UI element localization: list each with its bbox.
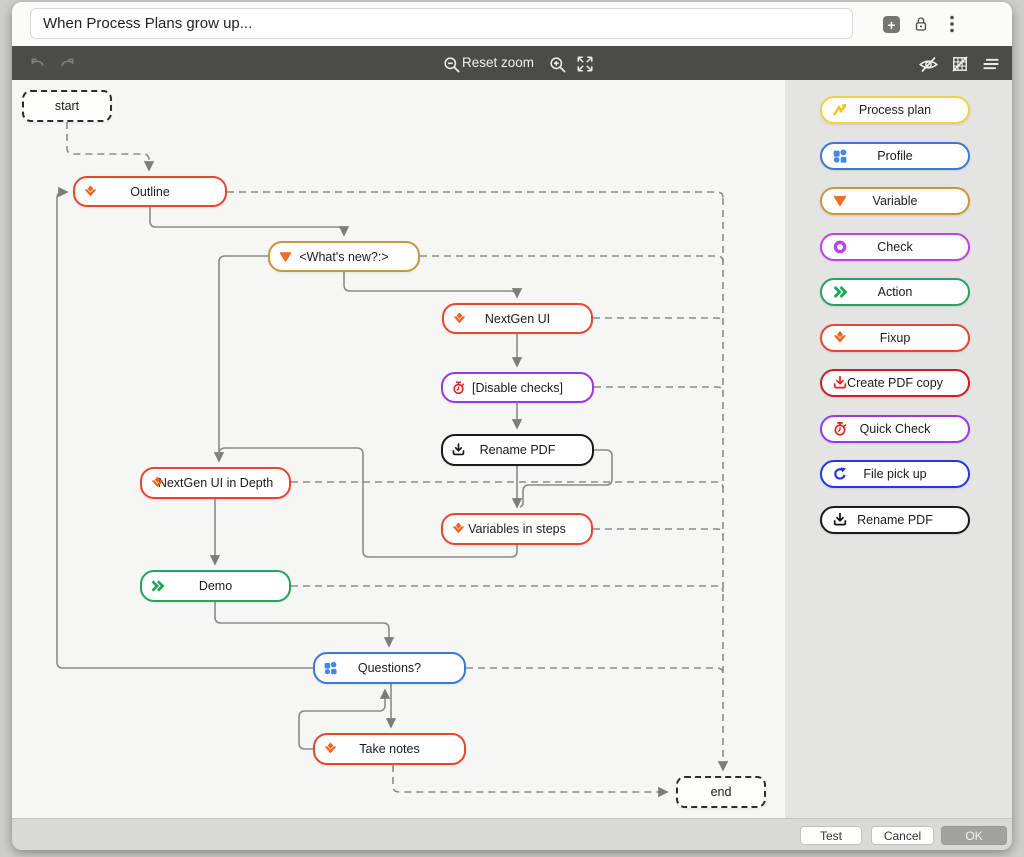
fixup-icon — [150, 476, 165, 491]
undo-icon — [30, 57, 44, 66]
action-icon — [832, 284, 848, 300]
node-disable-checks[interactable]: [Disable checks] — [441, 372, 594, 403]
test-button[interactable]: Test — [800, 826, 862, 845]
kebab-icon — [950, 15, 954, 33]
editor-toolbar: Reset zoom — [12, 46, 1012, 80]
zoom-in-icon — [549, 56, 565, 72]
redo-button[interactable] — [56, 53, 78, 75]
node-demo[interactable]: Demo — [140, 570, 291, 602]
palette-item-process-plan[interactable]: Process plan — [820, 96, 970, 124]
download-icon — [832, 512, 848, 528]
palette-item-label: Profile — [877, 149, 913, 163]
palette-item-variable[interactable]: Variable — [820, 187, 970, 215]
lines-icon — [983, 58, 999, 70]
lock-icon — [915, 17, 927, 31]
hide-annotations-button[interactable] — [917, 53, 939, 75]
palette-item-action[interactable]: Action — [820, 278, 970, 306]
palette-item-create-pdf-copy[interactable]: Create PDF copy — [820, 369, 970, 397]
palette-item-file-pick-up[interactable]: File pick up — [820, 460, 970, 488]
node-label: [Disable checks] — [471, 380, 563, 395]
node-questions[interactable]: Questions? — [313, 652, 466, 684]
zoom-out-button[interactable] — [440, 53, 462, 75]
plan-icon — [832, 102, 848, 118]
check-icon — [832, 239, 848, 255]
palette-item-label: Fixup — [879, 331, 911, 345]
palette-item-check[interactable]: Check — [820, 233, 970, 261]
footer-bar: Test Cancel OK — [12, 818, 1012, 850]
node-start[interactable]: start — [22, 90, 112, 122]
palette-item-label: Process plan — [858, 103, 932, 117]
redo-icon — [60, 57, 74, 66]
toggle-grid-button[interactable] — [949, 53, 971, 75]
node-label: end — [710, 785, 732, 799]
zoom-out-icon — [443, 56, 459, 72]
reset-zoom-button[interactable]: Reset zoom — [462, 55, 535, 70]
node-nextgen-ui-in-depth[interactable]: NextGen UI in Depth — [140, 467, 291, 499]
node-label: Demo — [198, 579, 233, 593]
flow-title-input[interactable] — [30, 8, 853, 39]
node-label: start — [54, 99, 80, 113]
fixup-icon — [83, 184, 98, 199]
node-rename-pdf[interactable]: Rename PDF — [441, 434, 594, 466]
variable-icon — [832, 193, 848, 209]
profile-icon — [323, 661, 338, 676]
plus-icon: + — [887, 16, 896, 33]
lock-button[interactable] — [911, 14, 931, 34]
palette-item-label: Rename PDF — [857, 513, 933, 527]
node-label: Variables in steps — [468, 522, 566, 536]
ok-button[interactable]: OK — [941, 826, 1007, 845]
stopwatch-icon — [451, 380, 466, 395]
eye-slash-icon — [918, 56, 938, 72]
layout-menu-button[interactable] — [980, 53, 1002, 75]
palette-item-label: Create PDF copy — [847, 376, 943, 390]
node-end[interactable]: end — [676, 776, 766, 808]
node-label: Questions? — [357, 661, 422, 675]
download-icon — [832, 375, 848, 391]
refresh-icon — [832, 466, 848, 482]
fixup-icon — [451, 522, 466, 537]
zoom-in-button[interactable] — [546, 53, 568, 75]
node-outline[interactable]: Outline — [73, 176, 227, 207]
node-label: NextGen UI — [484, 311, 551, 326]
node-label: <What's new?:> — [299, 249, 389, 264]
palette-item-quick-check[interactable]: Quick Check — [820, 415, 970, 443]
node-label: NextGen UI in Depth — [157, 476, 274, 490]
fixup-icon — [832, 330, 848, 346]
node-variables-in-steps[interactable]: Variables in steps — [441, 513, 593, 545]
flow-editor-window: + — [12, 2, 1012, 850]
palette-item-label: Check — [877, 240, 913, 254]
node-label: Rename PDF — [479, 443, 556, 457]
grid-slash-icon — [952, 56, 968, 72]
expand-icon — [577, 56, 593, 72]
action-icon — [150, 579, 165, 594]
palette-item-rename-pdf[interactable]: Rename PDF — [820, 506, 970, 534]
title-bar: + — [12, 2, 1012, 46]
download-icon — [451, 443, 466, 458]
fit-view-button[interactable] — [574, 53, 596, 75]
fixup-icon — [452, 311, 467, 326]
palette-item-fixup[interactable]: Fixup — [820, 324, 970, 352]
profile-icon — [832, 148, 848, 164]
node-label: Outline — [130, 184, 170, 199]
stopwatch-icon — [832, 421, 848, 437]
add-button[interactable]: + — [883, 16, 900, 33]
palette-item-label: Quick Check — [859, 422, 931, 436]
variable-icon — [278, 249, 293, 264]
kebab-menu-button[interactable] — [942, 14, 962, 34]
node-whats-new[interactable]: <What's new?:> — [268, 241, 420, 272]
node-label: Take notes — [359, 742, 420, 756]
palette-item-label: File pick up — [863, 467, 927, 481]
cancel-button[interactable]: Cancel — [871, 826, 934, 845]
palette-item-label: Action — [877, 285, 913, 299]
node-nextgen-ui[interactable]: NextGen UI — [442, 303, 593, 334]
node-take-notes[interactable]: Take notes — [313, 733, 466, 765]
fixup-icon — [323, 742, 338, 757]
undo-button[interactable] — [26, 53, 48, 75]
palette-item-profile[interactable]: Profile — [820, 142, 970, 170]
palette-item-label: Variable — [872, 194, 918, 208]
